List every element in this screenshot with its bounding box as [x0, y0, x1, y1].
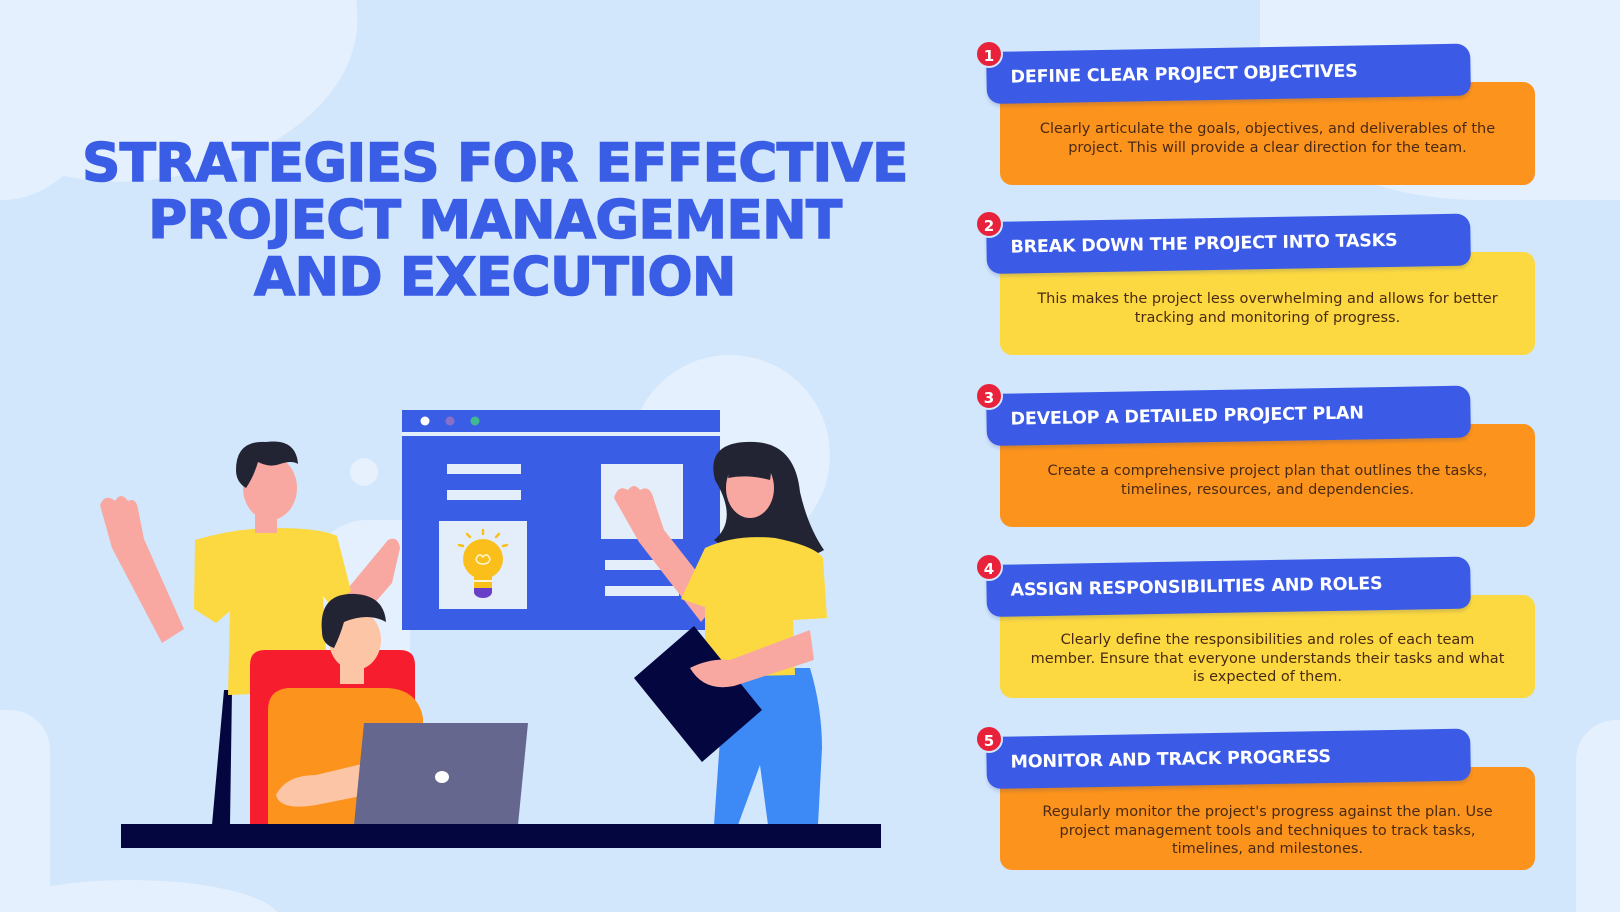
step-card-5: Regularly monitor the project's progress…	[975, 725, 1535, 907]
step-card-4: Clearly define the responsibilities and …	[975, 553, 1535, 735]
step-title: DEFINE CLEAR PROJECT OBJECTIVES	[986, 43, 1471, 104]
laptop-logo	[435, 771, 449, 783]
clipboard-illustration	[634, 626, 762, 762]
step-card-2: This makes the project less overwhelming…	[975, 210, 1535, 392]
background-dot	[350, 458, 378, 486]
window-dot-green	[470, 416, 480, 426]
step-number-badge: 4	[975, 553, 1003, 581]
window-dot-white	[420, 416, 430, 426]
browser-window-illustration	[402, 410, 720, 630]
step-card-3: Create a comprehensive project plan that…	[975, 382, 1535, 564]
background-blob	[0, 710, 50, 912]
step-number-badge: 1	[975, 40, 1003, 68]
step-number-badge: 5	[975, 725, 1003, 753]
step-card-1: Clearly articulate the goals, objectives…	[975, 40, 1535, 222]
title-line-1: STRATEGIES FOR EFFECTIVE	[81, 133, 909, 194]
step-title: ASSIGN RESPONSIBILITIES AND ROLES	[986, 556, 1471, 617]
background-blob	[1576, 720, 1620, 912]
step-number-badge: 2	[975, 210, 1003, 238]
step-title: MONITOR AND TRACK PROGRESS	[986, 728, 1471, 789]
step-description: Clearly define the responsibilities and …	[1000, 595, 1535, 698]
title-line-3: AND EXECUTION	[253, 247, 737, 308]
page-title: STRATEGIES FOR EFFECTIVE PROJECT MANAGEM…	[60, 133, 930, 308]
team-illustration	[100, 410, 881, 848]
standing-woman-illustration	[614, 441, 827, 825]
title-line-2: PROJECT MANAGEMENT	[148, 190, 843, 251]
laptop-illustration	[354, 723, 528, 825]
step-description: Clearly articulate the goals, objectives…	[1000, 82, 1535, 185]
lightbulb-icon	[457, 528, 509, 598]
window-dot-purple	[445, 416, 455, 426]
step-title: DEVELOP A DETAILED PROJECT PLAN	[986, 385, 1471, 446]
desk-illustration	[121, 824, 881, 848]
step-number-badge: 3	[975, 382, 1003, 410]
step-title: BREAK DOWN THE PROJECT INTO TASKS	[986, 213, 1471, 274]
